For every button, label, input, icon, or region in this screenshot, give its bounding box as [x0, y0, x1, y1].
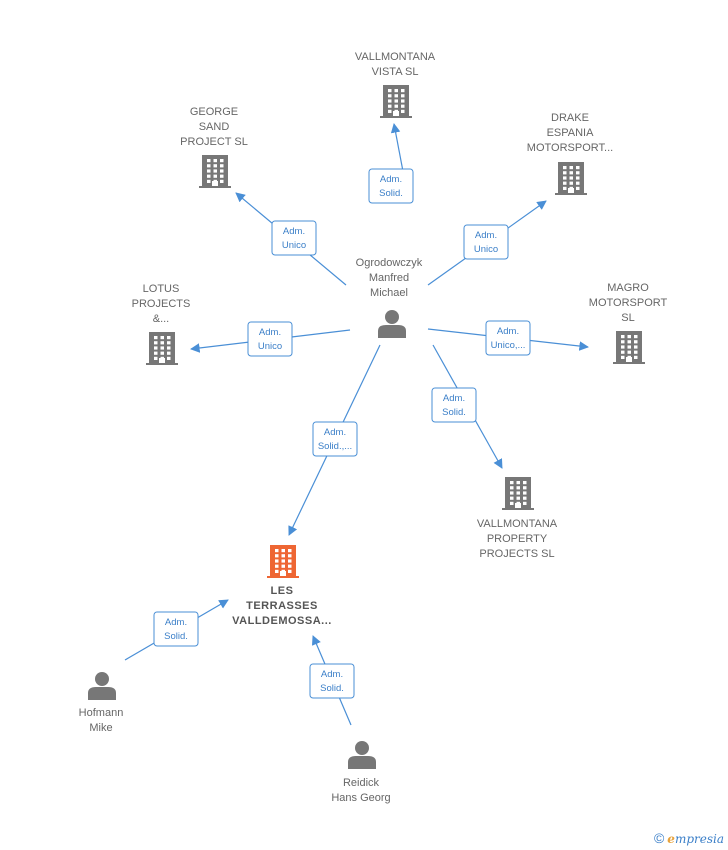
edge-property: Adm. Solid. — [431, 344, 503, 469]
role-badge-text: Unico — [258, 341, 282, 352]
role-badge-text: Adm. — [165, 617, 187, 628]
role-badge-text: Unico — [282, 240, 306, 251]
node-label: Ogrodowczyk — [356, 257, 423, 269]
node-lotus-projects[interactable]: LOTUS PROJECTS &... — [132, 283, 191, 365]
node-label: MAGRO — [607, 282, 649, 294]
node-label: &... — [153, 313, 170, 325]
node-label: SAND — [199, 121, 230, 133]
node-magro-motorsport[interactable]: MAGRO MOTORSPORT SL — [589, 282, 668, 364]
role-badge[interactable]: Adm. Solid. — [309, 663, 355, 699]
node-label: TERRASSES — [246, 600, 318, 612]
role-badge-text: Solid. — [442, 407, 466, 418]
node-label: Michael — [370, 287, 408, 299]
role-badge-text: Adm. — [321, 669, 343, 680]
building-icon — [199, 155, 231, 188]
building-icon — [267, 545, 299, 578]
edge-hofmann: Adm. Solid. — [124, 599, 229, 661]
copyright-icon: © — [653, 830, 665, 846]
edge-magro: Adm. Unico,... — [427, 320, 589, 356]
node-label: SL — [621, 312, 634, 324]
node-vallmontana-property[interactable]: VALLMONTANA PROPERTY PROJECTS SL — [477, 477, 558, 560]
role-badge[interactable]: Adm. Unico,... — [485, 320, 531, 356]
logo-initial: e — [667, 832, 675, 846]
role-badge[interactable]: Adm. Solid. — [368, 168, 414, 204]
building-icon — [146, 332, 178, 365]
person-icon — [348, 741, 376, 769]
node-label: PROJECTS — [132, 298, 191, 310]
node-label: PROJECT SL — [180, 136, 248, 148]
node-label: Mike — [89, 722, 112, 734]
role-badge[interactable]: Adm. Unico — [463, 224, 509, 260]
building-icon — [613, 331, 645, 364]
building-icon — [380, 85, 412, 118]
node-label: MOTORSPORT... — [527, 142, 613, 154]
person-icon — [88, 672, 116, 700]
node-label: LES — [271, 585, 294, 597]
role-badge-text: Adm. — [259, 327, 281, 338]
role-badge-text: Solid.,... — [318, 441, 352, 452]
building-icon — [502, 477, 534, 510]
edge-vista: Adm. Solid. — [368, 123, 414, 204]
role-badge[interactable]: Adm. Solid. — [431, 387, 477, 423]
role-badge-text: Solid. — [379, 188, 403, 199]
role-badge-text: Adm. — [475, 230, 497, 241]
role-badge-text: Adm. — [380, 174, 402, 185]
edge-george: Adm. Unico — [235, 192, 347, 286]
node-label: Hans Georg — [331, 792, 390, 804]
node-label: PROPERTY — [487, 533, 548, 545]
edge-drake: Adm. Unico — [427, 200, 547, 286]
role-badge-text: Solid. — [164, 631, 188, 642]
building-icon — [555, 162, 587, 195]
node-label: MOTORSPORT — [589, 297, 668, 309]
node-label: Hofmann — [79, 707, 124, 719]
role-badge[interactable]: Adm. Unico — [247, 321, 293, 357]
edge-terrasses: Adm. Solid.,... — [288, 344, 381, 536]
node-label: ESPANIA — [547, 127, 595, 139]
edge-lotus: Adm. Unico — [190, 321, 351, 357]
role-badge[interactable]: Adm. Unico — [271, 220, 317, 256]
node-label: Reidick — [343, 777, 380, 789]
node-drake-espania[interactable]: DRAKE ESPANIA MOTORSPORT... — [527, 112, 613, 195]
role-badge-text: Adm. — [443, 393, 465, 404]
role-badge-text: Solid. — [320, 683, 344, 694]
node-label: VALLDEMOSSA... — [232, 615, 332, 627]
node-label: VALLMONTANA — [355, 51, 436, 63]
role-badge-text: Adm. — [283, 226, 305, 237]
node-les-terrasses[interactable]: LES TERRASSES VALLDEMOSSA... — [232, 545, 332, 627]
logo-text: mpresia — [674, 832, 724, 846]
role-badge-text: Adm. — [324, 427, 346, 438]
role-badge-text: Unico,... — [491, 340, 526, 351]
node-label: VALLMONTANA — [477, 518, 558, 530]
empresia-logo[interactable]: ©empresia — [654, 830, 724, 846]
node-george-sand[interactable]: GEORGE SAND PROJECT SL — [180, 106, 248, 188]
person-icon — [378, 310, 406, 338]
node-label: DRAKE — [551, 112, 589, 124]
edge-reidick: Adm. Solid. — [309, 635, 355, 726]
node-label: Manfred — [369, 272, 409, 284]
node-label: PROJECTS SL — [479, 548, 554, 560]
role-badge-text: Unico — [474, 244, 498, 255]
role-badge[interactable]: Adm. Solid. — [153, 611, 199, 647]
role-badge[interactable]: Adm. Solid.,... — [312, 421, 358, 457]
node-vallmontana-vista[interactable]: VALLMONTANA VISTA SL — [355, 51, 436, 118]
role-badge-text: Adm. — [497, 326, 519, 337]
node-label: LOTUS — [143, 283, 180, 295]
node-label: GEORGE — [190, 106, 238, 118]
node-label: VISTA SL — [372, 66, 419, 78]
